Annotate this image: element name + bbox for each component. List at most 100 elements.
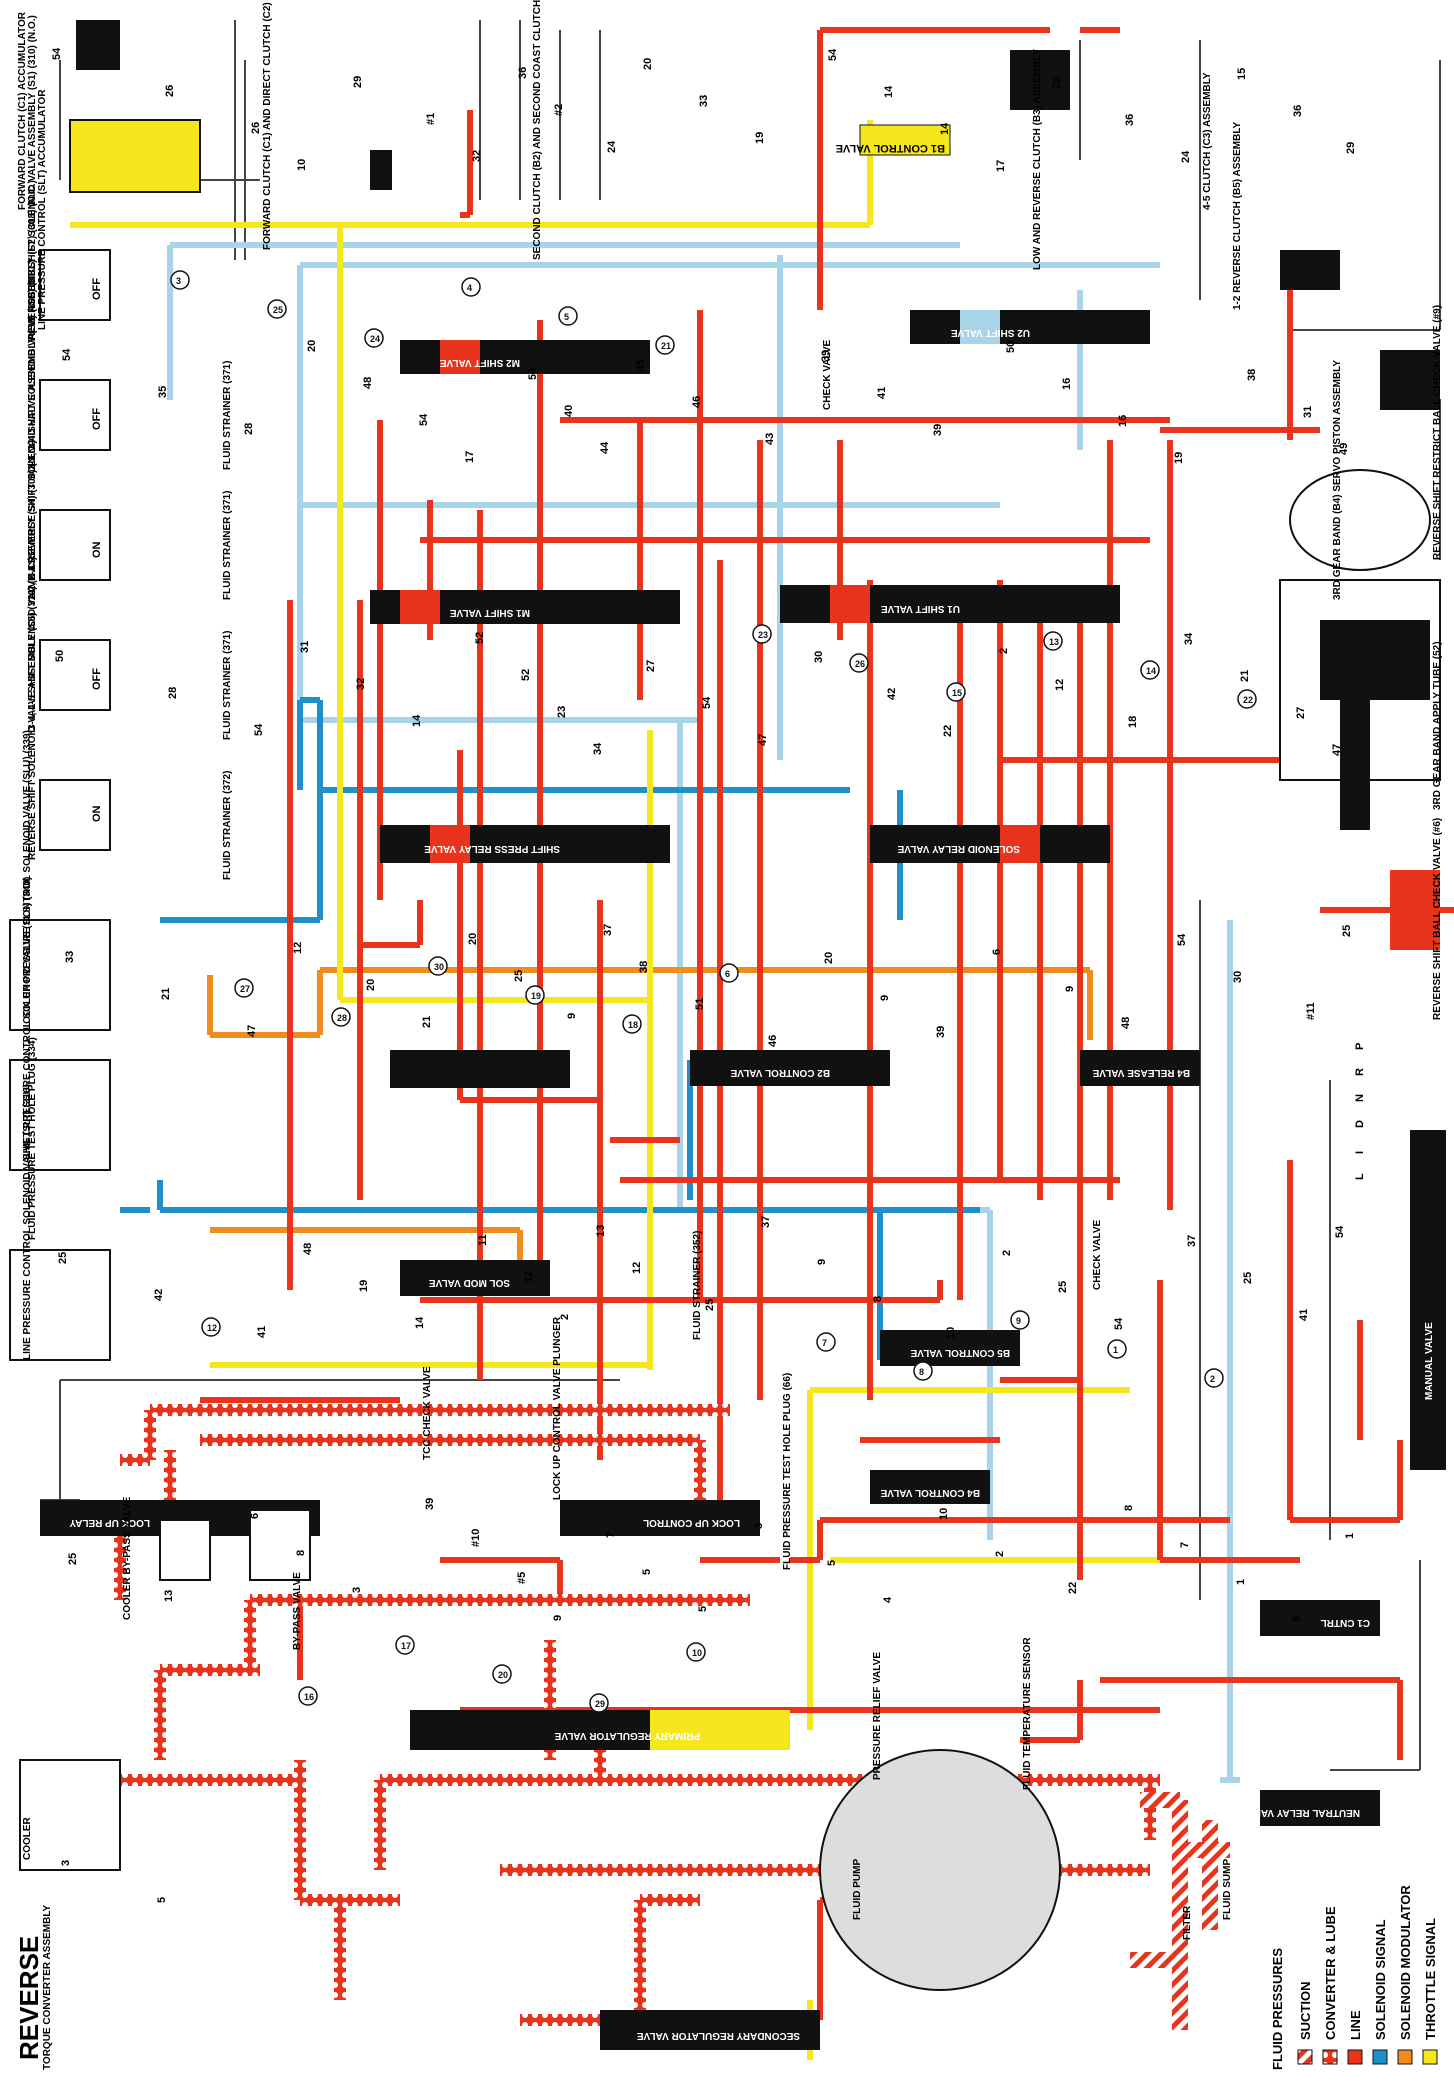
passage-number: 49 (1338, 443, 1350, 455)
passage-number: 45 (635, 359, 647, 371)
passage-number: 35 (157, 386, 169, 398)
svg-text:20: 20 (498, 1670, 508, 1680)
passage-number: 50 (1005, 341, 1017, 353)
passage-number: 14 (939, 122, 951, 135)
solenoid-states: OFF OFF ON OFF ON (91, 278, 103, 822)
svg-text:16: 16 (304, 1692, 314, 1702)
b1-control-valve-label: B1 CONTROL VALVE (836, 142, 945, 154)
u2-shift-valve-label: U2 SHIFT VALVE (951, 327, 1030, 338)
gear-position-d: D (1354, 1120, 1366, 1128)
passage-number: 22 (1067, 1582, 1079, 1594)
passage-number: 14 (414, 1316, 426, 1329)
gear-position-i: I (1354, 1151, 1366, 1154)
passage-number: #10 (470, 1529, 482, 1547)
passage-number: 19 (1173, 452, 1185, 464)
passage-number: 7 (605, 1532, 617, 1538)
temp-label: FLUID TEMPERATURE SENSOR (1022, 1637, 1033, 1790)
passage-number: 26 (250, 122, 262, 134)
callout-marker: 6 (719, 963, 739, 983)
passage-number: 54 (61, 348, 73, 361)
callout-markers: 3252445212326151314222728301918678912121… (170, 270, 1257, 1713)
callout-marker: 30 (428, 956, 448, 976)
passage-number: 31 (299, 641, 311, 653)
legend-item: SOLENOID SIGNAL (1372, 1919, 1388, 2065)
passage-number: 9 (879, 995, 891, 1001)
svg-text:10: 10 (692, 1648, 702, 1658)
svg-text:3: 3 (176, 276, 181, 286)
passage-number: 10 (938, 1508, 950, 1520)
yellow-box-icon (1422, 2049, 1438, 2065)
passage-number: 32 (355, 678, 367, 690)
svg-text:12: 12 (207, 1323, 217, 1333)
blue-box-icon (1372, 2049, 1388, 2065)
callout-marker: 2 (1204, 1368, 1224, 1388)
passage-number: 26 (1051, 77, 1063, 89)
passage-number: 12 (1054, 679, 1066, 691)
passage-number: 54 (418, 413, 430, 426)
throttle-lines (70, 120, 1260, 2060)
passage-number: 17 (995, 160, 1007, 172)
passage-number: 9 (816, 1259, 828, 1265)
test-plug-label: FLUID PRESSURE TEST HOLE PLUG (334) (27, 1037, 38, 1240)
svg-text:27: 27 (240, 984, 250, 994)
legend-item: THROTTLE SIGNAL (1422, 1918, 1438, 2065)
passage-number: 32 (471, 150, 483, 162)
passage-number: 19 (358, 1280, 370, 1292)
legend-item: SUCTION (1297, 1982, 1313, 2065)
servo-label: 3RD GEAR BAND (B4) SERVO PISTON ASSEMBLY (1332, 360, 1343, 600)
svg-text:19: 19 (531, 991, 541, 1001)
passage-number: 21 (1239, 670, 1251, 682)
passage-number: 20 (823, 952, 835, 964)
passage-number: 6 (991, 949, 1003, 955)
callout-marker: 20 (492, 1664, 512, 1684)
passage-number: 12 (523, 1271, 535, 1283)
passage-number: 40 (563, 405, 575, 417)
svg-text:18: 18 (628, 1020, 638, 1030)
dotted-box-icon (1322, 2049, 1338, 2065)
exhaust-lines (167, 242, 1240, 1783)
strainer372-label: FLUID STRAINER (372) (222, 771, 233, 880)
callout-marker: 29 (589, 1693, 609, 1713)
callout-marker: 27 (234, 978, 254, 998)
strainer371c-label: FLUID STRAINER (371) (222, 631, 233, 740)
line-pressure-lines (200, 27, 1454, 2020)
srv-valve-label: SOLENOID RELAY VALVE (897, 843, 1020, 854)
passage-number: 48 (362, 377, 374, 389)
passage-number: 31 (1302, 406, 1314, 418)
s5-state: ON (91, 805, 103, 822)
spr-valve-label: SHIFT PRESS RELAY VALVE (424, 843, 560, 854)
sol-mod-valve-label: SOL MOD VALVE (429, 1277, 510, 1288)
passage-number: 52 (474, 632, 486, 644)
passage-number: 39 (820, 350, 832, 362)
b2-control-valve-label: B2 CONTROL VALVE (730, 1067, 830, 1078)
svg-text:8: 8 (919, 1367, 924, 1377)
rev-ball-label: REVERSE SHIFT BALL CHECK VALVE (#6) (1432, 818, 1443, 1020)
svg-text:26: 26 (855, 659, 865, 669)
converter-lube-lines (114, 1404, 1160, 2026)
passage-number: 41 (876, 387, 888, 399)
m1-shift-valve-label: M1 SHIFT VALVE (449, 607, 530, 618)
callout-marker: 3 (170, 270, 190, 290)
passage-number: 5 (156, 1897, 168, 1903)
passage-number: 20 (306, 340, 318, 352)
strainer371a-label: FLUID STRAINER (371) (222, 361, 233, 470)
passage-number: 30 (1232, 971, 1244, 983)
svg-text:5: 5 (564, 312, 569, 322)
passage-number: 18 (1127, 716, 1139, 728)
rev-restrict-label: REVERSE SHIFT RESTRICT BALL CHECK VALVE … (1432, 305, 1443, 560)
passage-number: 25 (704, 1299, 716, 1311)
passage-number: 9 (1064, 986, 1076, 992)
passage-number: 52 (520, 669, 532, 681)
passage-number: 47 (1331, 744, 1343, 756)
hatched-box-icon (1297, 2049, 1313, 2065)
passage-number: 2 (994, 1551, 1006, 1557)
s4-state: OFF (91, 668, 103, 690)
passage-number: 9 (566, 1013, 578, 1019)
passage-number: 22 (942, 725, 954, 737)
passage-number: 13 (163, 1590, 175, 1602)
passage-number: 54 (1334, 1225, 1346, 1238)
passage-number: 41 (1298, 1309, 1310, 1321)
sls-label: SHIFT PRESSURE CONTROL SOLENOID VALVE (S… (22, 877, 33, 1160)
slt-label: LINE PRESSURE CONTROL SOLENOID VALVE (SL… (22, 1084, 33, 1360)
